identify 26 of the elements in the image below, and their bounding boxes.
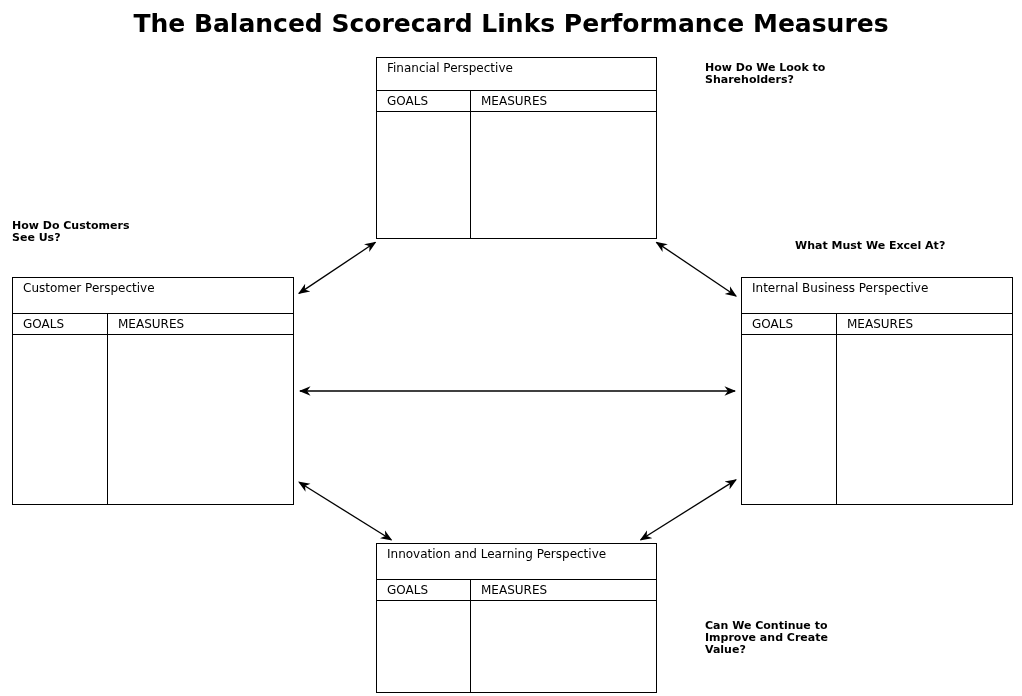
column-header: MEASURES	[481, 93, 548, 110]
perspective-title: Financial Perspective	[387, 62, 514, 75]
column-header: GOALS	[23, 316, 65, 333]
column-header: MEASURES	[118, 316, 185, 333]
perspective-title: Customer Perspective	[23, 282, 156, 295]
double-arrow	[655, 241, 737, 297]
double-arrow	[298, 481, 393, 541]
perspective-title: Innovation and Learning Perspective	[387, 548, 608, 561]
diagram-title: The Balanced Scorecard Links Performance Measures	[132, 8, 890, 40]
perspective-title: Internal Business Perspective	[752, 282, 930, 295]
column-header: GOALS	[752, 316, 794, 333]
question-text: How Do We Look to Shareholders?	[705, 62, 827, 86]
scorecard-table	[12, 277, 294, 505]
question-text: What Must We Excel At?	[795, 240, 947, 252]
column-header: GOALS	[387, 93, 429, 110]
double-arrow	[298, 241, 377, 295]
scorecard-table	[376, 57, 657, 239]
column-header: GOALS	[387, 582, 429, 599]
scorecard-table	[741, 277, 1013, 505]
column-header: MEASURES	[481, 582, 548, 599]
question-text: Can We Continue to Improve and Create Value?	[705, 620, 829, 656]
double-arrow	[639, 479, 737, 541]
double-arrow	[298, 386, 737, 396]
question-text: How Do Customers See Us?	[12, 220, 131, 244]
column-header: MEASURES	[847, 316, 914, 333]
scorecard-table	[376, 543, 657, 693]
